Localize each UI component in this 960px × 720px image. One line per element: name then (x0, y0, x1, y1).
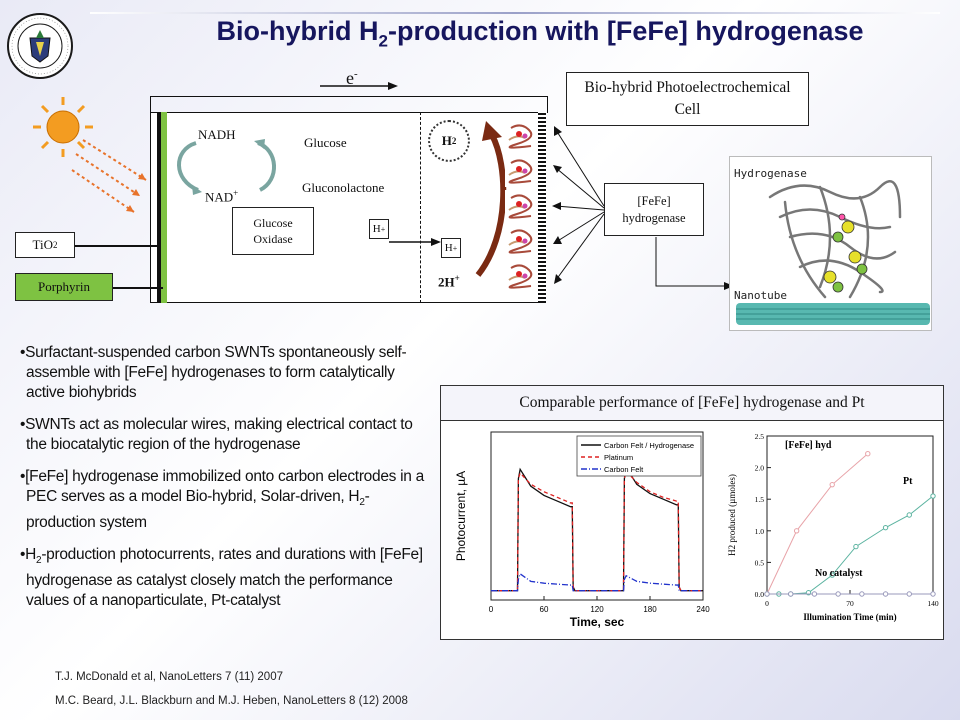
x-tick-label: 240 (696, 605, 710, 614)
x-tick-label: 140 (927, 599, 939, 608)
proton-transfer-arrow-icon (389, 238, 441, 246)
nanotube-caption: Nanotube (734, 289, 787, 302)
bullet-item: •H2-production photocurrents, rates and … (20, 546, 423, 610)
y-axis-label: H2 produced (µmoles) (727, 474, 737, 556)
data-point (793, 528, 800, 534)
protein-ribbon-image (736, 180, 930, 325)
data-point (906, 591, 912, 597)
bullet-list: •Surfactant-suspended carbon SWNTs spont… (20, 343, 432, 623)
data-point (859, 591, 865, 597)
legend-label: Carbon Felt (604, 465, 644, 474)
comparison-title: Comparable performance of [FeFe] hydroge… (441, 386, 943, 421)
hydrogenase-caption: Hydrogenase (734, 167, 807, 180)
protein-structure-icon (505, 190, 537, 222)
protein-structure-icon (505, 120, 537, 152)
x-tick-label: 70 (846, 599, 854, 608)
x-tick-label: 180 (643, 605, 657, 614)
reduction-arrow-icon (475, 121, 507, 277)
protein-structure-icon (505, 260, 537, 292)
cycle-arrows-icon (177, 139, 276, 195)
page-title: Bio-hybrid H2-production with [FeFe] hyd… (216, 16, 864, 51)
proton-box-left: H+ (369, 219, 389, 239)
series-line (491, 469, 703, 592)
data-point (930, 493, 936, 499)
plot-frame (766, 435, 934, 595)
y-axis-label: Photocurrent, µA (454, 471, 468, 561)
electron-label: e- (346, 68, 358, 88)
nad-label: NAD+ (205, 188, 239, 205)
data-point (882, 524, 889, 531)
reference-1: T.J. McDonald et al, NanoLetters 7 (11) … (55, 671, 283, 683)
electrode-green (161, 112, 167, 303)
series-annotation: [FeFe] hyd (785, 440, 832, 451)
data-point (930, 591, 936, 597)
data-point (829, 572, 835, 578)
data-point (853, 543, 859, 550)
glucose-label: Glucose (304, 135, 347, 150)
y-tick-label: 2.0 (755, 464, 765, 473)
fefe-label-box: [FeFe] hydrogenase (604, 183, 704, 236)
series-line (491, 572, 703, 592)
header-rule (90, 12, 940, 14)
y-tick-label: 0.0 (755, 590, 765, 599)
doe-seal-logo (7, 13, 73, 79)
data-point (788, 591, 794, 597)
bullet-item: •[FeFe] hydrogenase immobilized onto car… (20, 468, 424, 532)
x-tick-label: 120 (590, 605, 604, 614)
legend-label: Carbon Felt / Hydrogenase (604, 441, 694, 450)
y-tick-label: 1.5 (755, 495, 765, 504)
y-tick-label: 0.5 (755, 558, 765, 567)
electrode-dark (157, 112, 161, 303)
nadh-label: NADH (198, 127, 236, 142)
gluconolactone-label: Gluconolactone (302, 180, 385, 195)
electron-arrow-icon (320, 82, 398, 90)
tio2-connector (75, 245, 157, 247)
y-tick-label: 2.5 (755, 432, 765, 441)
nanotube-icon (736, 303, 930, 325)
series-line (766, 453, 869, 595)
legend-label: Platinum (604, 453, 633, 462)
porphyrin-connector (113, 287, 163, 289)
x-tick-label: 0 (765, 599, 769, 608)
hydrogenase-stack (505, 120, 537, 292)
glucose-oxidase-box: Glucose Oxidase (232, 207, 314, 255)
proton-box-right: H+ (441, 238, 461, 258)
series-annotation: No catalyst (815, 568, 863, 579)
x-tick-label: 0 (489, 605, 494, 614)
data-point (835, 591, 841, 597)
comparison-panel: Comparable performance of [FeFe] hydroge… (440, 385, 944, 640)
data-point (906, 512, 912, 518)
two-proton-label: 2H+ (438, 273, 460, 290)
data-point (882, 591, 889, 597)
x-axis-label: Time, sec (570, 615, 625, 629)
bullet-item: •Surfactant-suspended carbon SWNTs spont… (20, 344, 407, 401)
pointer-arrows-icon (552, 126, 734, 290)
x-axis-label: Illumination Time (min) (803, 612, 896, 622)
hydrogenase-nanotube-structure: Hydrogenase Nanotube (729, 156, 932, 331)
protein-structure-icon (505, 155, 537, 187)
data-point (865, 450, 871, 457)
x-tick-label: 60 (540, 605, 549, 614)
y-tick-label: 1.0 (755, 527, 765, 536)
membrane (420, 112, 421, 303)
bullet-item: •SWNTs act as molecular wires, making el… (20, 416, 413, 453)
porphyrin-label: Porphyrin (15, 273, 113, 301)
data-point (829, 481, 835, 488)
pec-label-box: Bio-hybrid Photoelectrochemical Cell (566, 72, 809, 126)
sun-icon (33, 97, 147, 213)
data-point (764, 591, 770, 597)
cathode (538, 112, 546, 303)
circuit-wire (150, 96, 548, 113)
series-annotation: Pt (903, 476, 913, 487)
reference-2: M.C. Beard, J.L. Blackburn and M.J. Hebe… (55, 695, 408, 707)
protein-structure-icon (505, 225, 537, 257)
data-point (811, 591, 818, 597)
